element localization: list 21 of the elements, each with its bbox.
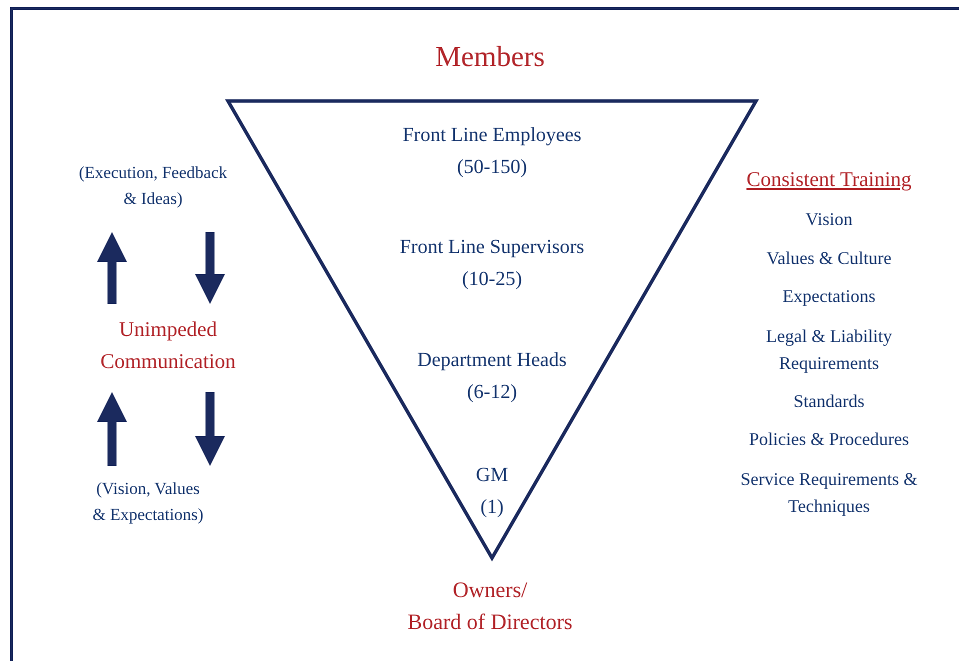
list-item: Service Requirements & Techniques [740,468,918,518]
base-label: Owners/ Board of Directors [406,576,574,636]
list-item: Legal & Liability Requirements [765,325,893,375]
list-item: Standards [792,391,866,413]
arrow [195,392,225,466]
arrow [97,232,127,304]
list-item: Policies & Procedures [748,429,910,451]
list-item: Expectations [782,286,876,308]
list-item: Values & Culture [766,248,892,270]
tier-text: Front Line Supervisors (10-25) [398,235,586,292]
tier-text: Front Line Employees (50-150) [402,123,582,180]
tier-text: Department Heads (6-12) [416,348,568,405]
arrow [97,392,127,466]
heading-text: Unimpeded Communication [63,314,273,376]
title: Members [434,40,546,75]
tier-text: GM (1) [474,463,510,520]
note-text: (Vision, Values & Expectations) [43,476,253,532]
arrow [195,232,225,304]
note-text: (Execution, Feedback & Ideas) [48,160,258,216]
list-item: Vision [804,209,854,231]
list-heading: Consistent Training [745,167,913,192]
